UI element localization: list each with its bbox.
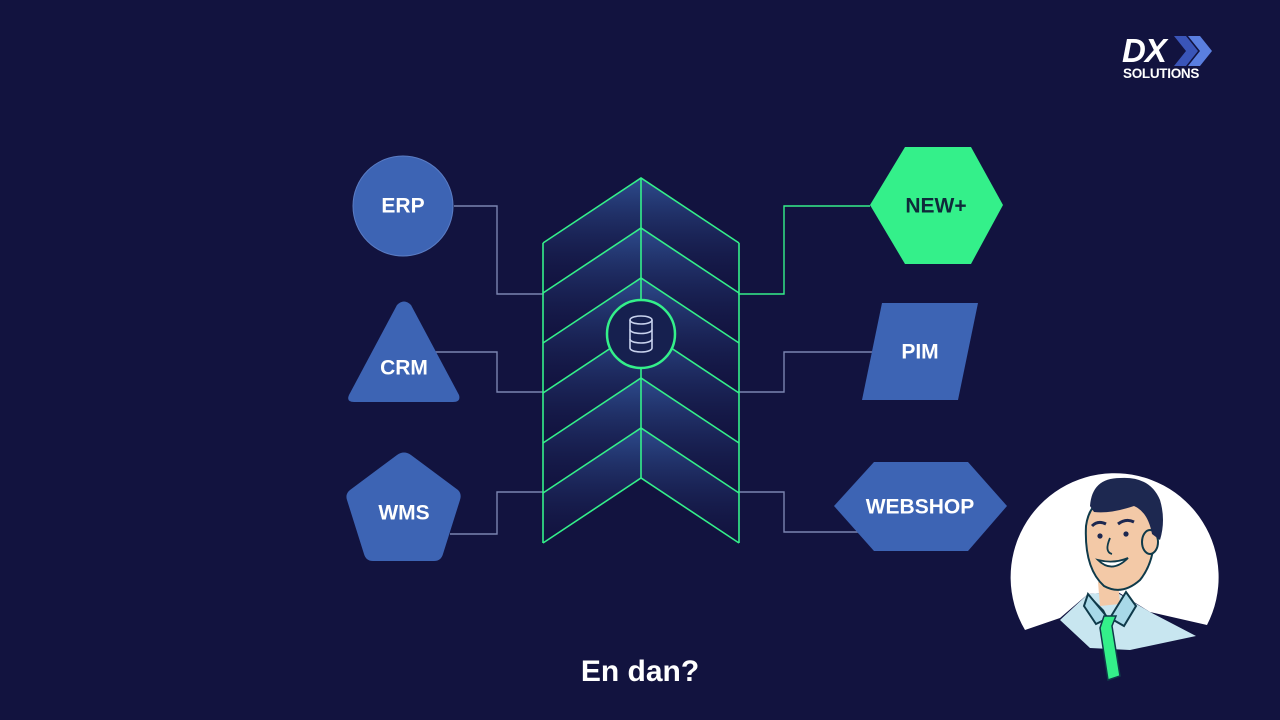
webshop-label: WEBSHOP bbox=[866, 496, 975, 519]
connector-crm bbox=[430, 351, 544, 393]
tie bbox=[1099, 615, 1121, 681]
crm-label: CRM bbox=[380, 357, 428, 380]
connector-new bbox=[738, 205, 870, 295]
node-erp: ERP bbox=[352, 155, 454, 257]
node-crm: CRM bbox=[348, 301, 460, 402]
central-hub bbox=[542, 177, 740, 544]
node-new: NEW+ bbox=[870, 147, 1003, 264]
pim-label: PIM bbox=[901, 341, 938, 364]
connector-erp bbox=[454, 205, 544, 295]
crm-triangle bbox=[348, 301, 460, 402]
connectors bbox=[430, 205, 872, 535]
erp-label: ERP bbox=[381, 195, 424, 218]
webshop-hexagon bbox=[834, 462, 1007, 551]
connector-wms bbox=[450, 491, 544, 535]
database-icon bbox=[629, 315, 653, 353]
dx-solutions-logo: DX SOLUTIONS bbox=[1122, 34, 1218, 86]
node-pim: PIM bbox=[862, 303, 978, 400]
node-webshop: WEBSHOP bbox=[834, 462, 1007, 551]
logo-main: DX bbox=[1122, 32, 1167, 69]
erp-circle bbox=[352, 155, 454, 257]
pim-parallelogram bbox=[862, 303, 978, 400]
connector-pim bbox=[738, 351, 872, 393]
logo-sub: SOLUTIONS bbox=[1123, 66, 1200, 81]
database-hub bbox=[605, 298, 677, 370]
connector-webshop bbox=[738, 491, 858, 533]
new-label: NEW+ bbox=[905, 195, 966, 218]
caption-subtitle: En dan? bbox=[580, 655, 700, 688]
node-wms: WMS bbox=[346, 452, 461, 561]
wms-pentagon bbox=[346, 452, 461, 561]
new-hexagon bbox=[870, 147, 1003, 264]
chevron-outlines bbox=[542, 177, 740, 544]
presenter-avatar bbox=[1010, 473, 1219, 681]
wms-label: WMS bbox=[378, 502, 429, 525]
logo-chevron-icon bbox=[1174, 36, 1212, 66]
